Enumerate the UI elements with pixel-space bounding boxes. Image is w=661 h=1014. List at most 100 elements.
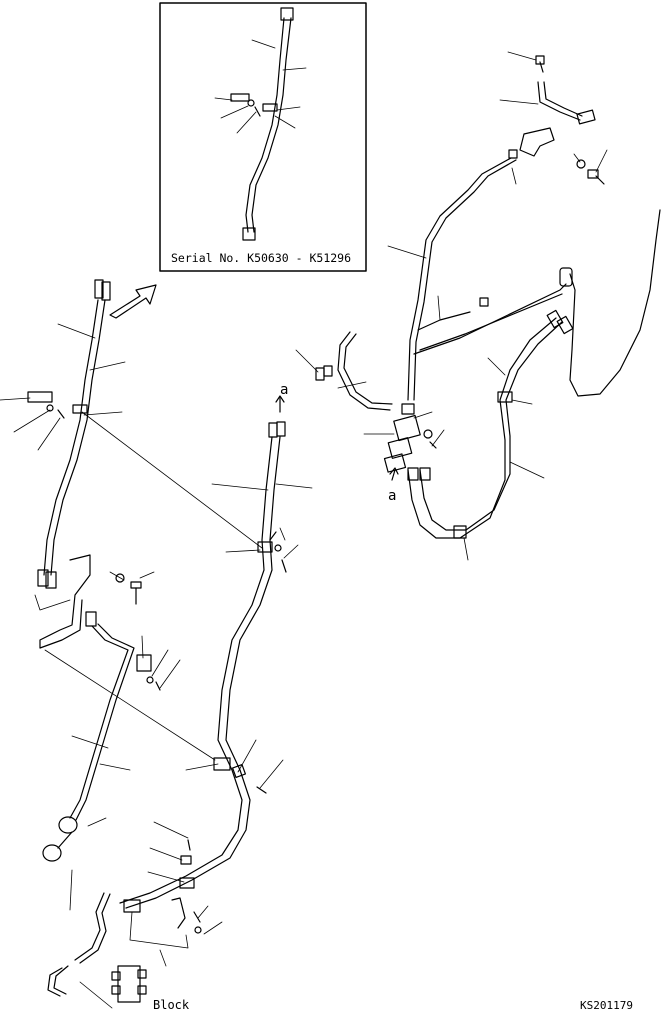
left-hose-2 [50, 299, 106, 576]
left-fitting-top-1 [94, 279, 104, 299]
right-bolt-shank [595, 175, 605, 185]
mid-leader-11 [147, 871, 185, 883]
right-twin-hose-1 [407, 317, 557, 539]
right-loop-fitting-2 [323, 365, 333, 377]
inset-bracket [230, 93, 250, 102]
clip-leader-2 [151, 649, 169, 677]
ref-a-arrow-head [275, 395, 285, 403]
right-elbow-fitting [559, 267, 573, 287]
ref-a-bottom-label: a [388, 488, 396, 504]
mid-fitting-top-1 [268, 422, 278, 438]
lower-left-assembly [34, 554, 216, 911]
valve-washer [423, 429, 433, 439]
right-loop-hose-1 [337, 331, 391, 411]
inset-leader-1 [251, 39, 276, 49]
valve-block-body [117, 965, 141, 1003]
right-leader-8 [295, 349, 319, 373]
mid-bolt-1 [269, 531, 277, 541]
block-leader-1 [129, 911, 189, 949]
bolt-set-head [130, 581, 142, 589]
mid-leader-9 [153, 821, 189, 839]
inset-hose-2 [251, 17, 292, 233]
mid-leader-10 [149, 847, 183, 861]
mid-washer-2 [194, 926, 202, 934]
block-hose-3 [47, 967, 63, 997]
left-leader-4 [57, 323, 96, 339]
mid-clamp-2 [213, 757, 231, 771]
right-twin-fitting-2 [556, 315, 574, 335]
mid-pad [231, 763, 247, 779]
valve-port-2 [111, 985, 121, 995]
lower-leader-2 [99, 763, 131, 771]
clip-washer [146, 676, 154, 684]
block-hose-1 [74, 892, 105, 961]
valve-block [79, 965, 147, 1009]
left-fitting-top-2 [101, 281, 111, 301]
inset-leader-6 [276, 106, 301, 111]
clip [136, 654, 152, 672]
valve-port-3 [137, 969, 147, 979]
mid-leader-5 [283, 544, 299, 559]
ref-a-lower-arrow [391, 469, 396, 481]
mid-leader-2 [275, 483, 313, 489]
lower-leader-3 [87, 817, 107, 827]
right-loop-hose-2 [343, 333, 393, 405]
right-twin-clamp-2 [453, 525, 467, 539]
right-tube-1 [407, 157, 512, 401]
inset-fitting-top [280, 7, 294, 21]
right-branch-3 [419, 293, 563, 351]
ref-a-lower-arrow-head [389, 467, 399, 475]
inset-leader-3 [214, 97, 233, 101]
mid-hose-2 [125, 436, 281, 909]
mid-leader-4 [279, 527, 286, 541]
inset-hose-1 [245, 17, 285, 233]
lower-cap-1 [58, 816, 78, 834]
right-leader-9 [337, 381, 367, 389]
clip-leader-1 [141, 635, 144, 659]
lower-hose-2 [75, 623, 135, 821]
block-hose-2 [79, 893, 111, 964]
lower-hose-1 [69, 625, 129, 819]
right-leader-15 [509, 461, 545, 479]
right-top-hose-b [543, 81, 583, 117]
right-leader-5 [511, 167, 517, 185]
right-twin-clamp-1 [497, 391, 513, 403]
mid-fitting-top-2 [276, 421, 286, 437]
pin [187, 839, 191, 851]
right-leader-1 [507, 51, 537, 61]
right-top-hose-a [537, 81, 581, 121]
left-leader-1 [0, 397, 31, 401]
block-leader-2 [159, 949, 167, 967]
inset-leader-4 [220, 105, 249, 119]
block-hose-4 [53, 965, 69, 995]
right-leader-14 [511, 399, 533, 405]
right-upper-assembly [295, 51, 661, 561]
right-branch-2 [413, 283, 567, 355]
bolt-set-leader-2 [139, 571, 155, 579]
valve-cluster-top [401, 403, 415, 415]
left-fitting-bottom-2 [45, 571, 57, 589]
right-leader-10 [431, 429, 445, 447]
block-bracket-2 [171, 897, 186, 929]
mid-leader-13 [203, 921, 223, 935]
bracket-leader-1 [34, 594, 71, 611]
valve-port-1 [111, 971, 121, 981]
right-leader-13 [487, 357, 506, 376]
middle-hose-assembly [47, 395, 313, 997]
block-leader-3 [79, 981, 113, 1009]
right-bolt-head [587, 169, 599, 179]
left-leader-5 [89, 361, 126, 371]
inset-leader-5 [236, 111, 257, 134]
block-label: Block [153, 998, 190, 1012]
right-tube-2 [413, 159, 517, 401]
mid-bolt-2 [281, 559, 287, 573]
left-hose-1 [43, 299, 99, 576]
right-leader-6 [387, 245, 427, 259]
inset-bolt [254, 106, 261, 117]
mid-clamp-3 [179, 877, 195, 889]
lower-leader-4 [69, 869, 73, 911]
mid-leader-8 [259, 759, 284, 789]
tie-line-2 [44, 649, 216, 761]
